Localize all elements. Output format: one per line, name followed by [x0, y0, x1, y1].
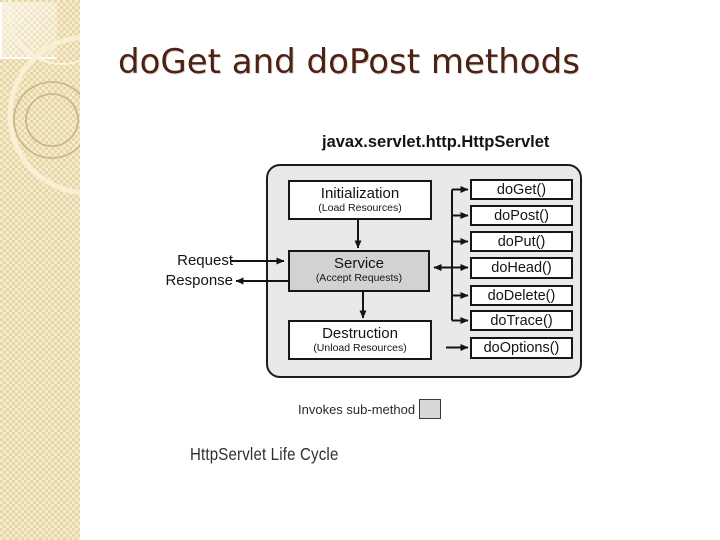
circle-ornament-olive-inner [25, 93, 79, 147]
method-box-dohead: doHead() [470, 257, 573, 279]
legend-swatch [419, 399, 441, 419]
io-labels: Request Response [140, 251, 233, 291]
circle-ornament-thick [7, 34, 80, 196]
slide-title: doGet and doPost methods [118, 42, 580, 82]
destruction-label: Destruction [322, 325, 398, 342]
method-box-dooptions: doOptions() [470, 337, 573, 359]
service-sublabel: (Accept Requests) [315, 272, 403, 284]
circle-ornament-thin [7, 0, 80, 65]
initialization-box: Initialization (Load Resources) [288, 180, 432, 220]
method-box-dopost: doPost() [470, 205, 573, 226]
method-box-dodelete: doDelete() [470, 285, 573, 306]
destruction-sublabel: (Unload Resources) [313, 342, 407, 354]
method-box-dotrace: doTrace() [470, 310, 573, 331]
destruction-box: Destruction (Unload Resources) [288, 320, 432, 360]
figure-caption: HttpServlet Life Cycle [190, 444, 339, 464]
method-box-doput: doPut() [470, 231, 573, 252]
legend-label: Invokes sub-method [298, 402, 416, 417]
initialization-sublabel: (Load Resources) [318, 202, 402, 214]
response-label: Response [165, 272, 233, 289]
figure-class-name: javax.servlet.http.HttpServlet [322, 133, 550, 151]
sidebar-decoration [0, 0, 80, 540]
request-label: Request [177, 252, 233, 269]
sidebar-circles-art [7, 0, 80, 196]
initialization-label: Initialization [320, 185, 400, 202]
method-box-doget: doGet() [470, 179, 573, 200]
circle-ornament-olive-outer [13, 81, 80, 159]
service-box: Service (Accept Requests) [288, 250, 430, 292]
service-label: Service [333, 255, 385, 272]
